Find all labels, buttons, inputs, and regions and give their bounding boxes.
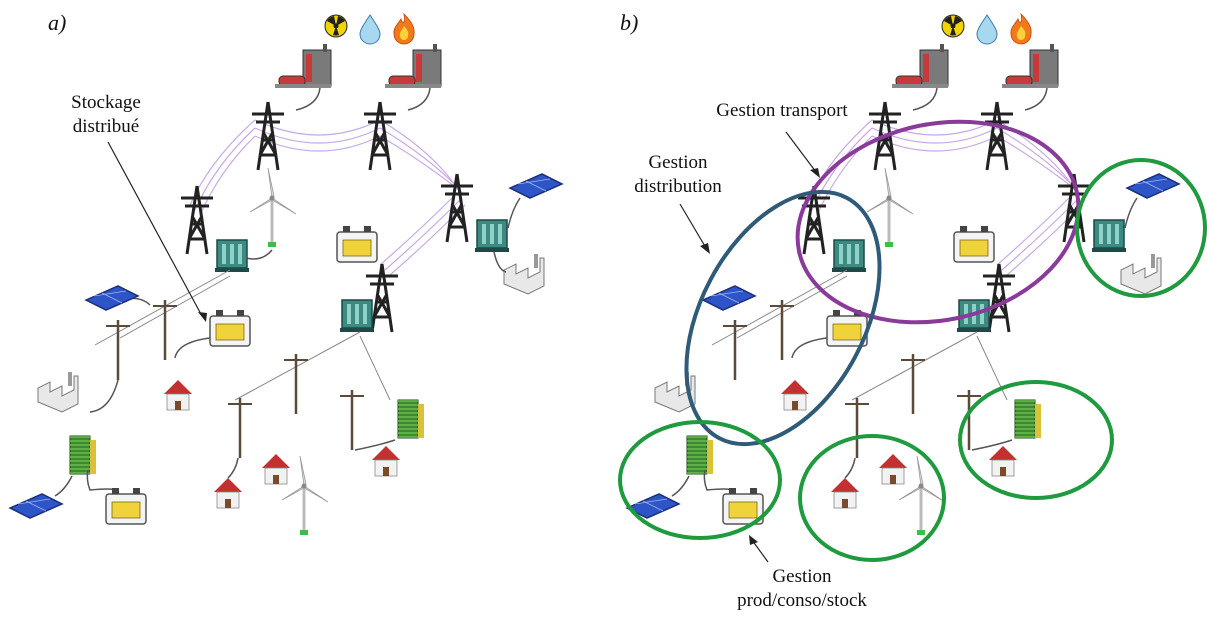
nuclear-icon xyxy=(324,14,348,38)
local-ring xyxy=(1075,158,1207,298)
annotation-arrow xyxy=(679,203,707,249)
flame-icon xyxy=(1010,13,1032,45)
distribution-network xyxy=(626,269,1042,537)
pylon xyxy=(179,184,215,256)
annotation-stockage-line2: distribué xyxy=(73,116,140,137)
factory-icon xyxy=(1120,253,1162,295)
flame-icon xyxy=(393,13,415,45)
house-icon xyxy=(213,477,243,509)
annotation-prod-line2: prod/conso/stock xyxy=(737,590,867,611)
distribution-ring xyxy=(684,189,882,447)
transformer-icon xyxy=(831,239,867,273)
transformer-icon xyxy=(214,239,250,273)
distribution-network xyxy=(9,269,425,537)
battery-icon xyxy=(336,225,378,263)
local-ring xyxy=(798,434,946,562)
annotation-distribution-line1: Gestion xyxy=(648,152,708,173)
wind-turbine-icon xyxy=(248,166,298,249)
battery-icon xyxy=(209,309,251,347)
annotation-prod-line1: Gestion xyxy=(772,566,832,587)
arrow-head xyxy=(700,243,710,254)
power-plant xyxy=(384,43,442,89)
annotation-transport: Gestion transport xyxy=(716,100,848,121)
pylon xyxy=(250,100,286,172)
solar-panel-icon xyxy=(9,493,63,519)
arrow-head xyxy=(810,168,820,178)
house-icon xyxy=(988,445,1018,477)
house-icon xyxy=(261,453,291,485)
green-building-icon xyxy=(69,435,97,475)
panel-b: b) xyxy=(618,10,1207,611)
panel-b-label: b) xyxy=(620,10,638,35)
green-building-icon xyxy=(686,435,714,475)
arrow-head xyxy=(198,312,207,322)
annotation-arrow xyxy=(785,131,817,173)
solar-panel-icon xyxy=(1126,173,1180,199)
pylon xyxy=(439,172,475,244)
house-icon xyxy=(163,379,193,411)
annotation-stockage-line1: Stockage xyxy=(71,92,141,113)
transformer-icon xyxy=(1091,219,1127,253)
green-building-icon xyxy=(1014,399,1042,439)
house-icon xyxy=(830,477,860,509)
nuclear-icon xyxy=(941,14,965,38)
transport-ring xyxy=(795,119,1081,325)
house-icon xyxy=(780,379,810,411)
panel-a-label: a) xyxy=(48,10,66,35)
factory-icon xyxy=(37,371,79,413)
local-ring xyxy=(958,380,1114,500)
annotation-distribution-line2: distribution xyxy=(634,176,722,197)
water-drop-icon xyxy=(976,14,998,45)
power-plant xyxy=(1001,43,1059,89)
solar-panel-icon xyxy=(702,285,756,311)
transformer-icon xyxy=(474,219,510,253)
solar-panel-icon xyxy=(85,285,139,311)
panel-a: a) xyxy=(9,10,563,537)
house-icon xyxy=(878,453,908,485)
arrow-head xyxy=(749,535,758,545)
power-plant xyxy=(274,43,332,89)
solar-panel-icon xyxy=(509,173,563,199)
factory-icon xyxy=(503,253,545,295)
power-plant xyxy=(891,43,949,89)
green-building-icon xyxy=(397,399,425,439)
annotation-arrow xyxy=(751,539,769,563)
local-ring xyxy=(618,420,782,540)
transformer-icon xyxy=(339,299,375,333)
battery-icon xyxy=(105,487,147,525)
water-drop-icon xyxy=(359,14,381,45)
annotation-arrow xyxy=(107,141,203,317)
house-icon xyxy=(371,445,401,477)
battery-icon xyxy=(953,225,995,263)
